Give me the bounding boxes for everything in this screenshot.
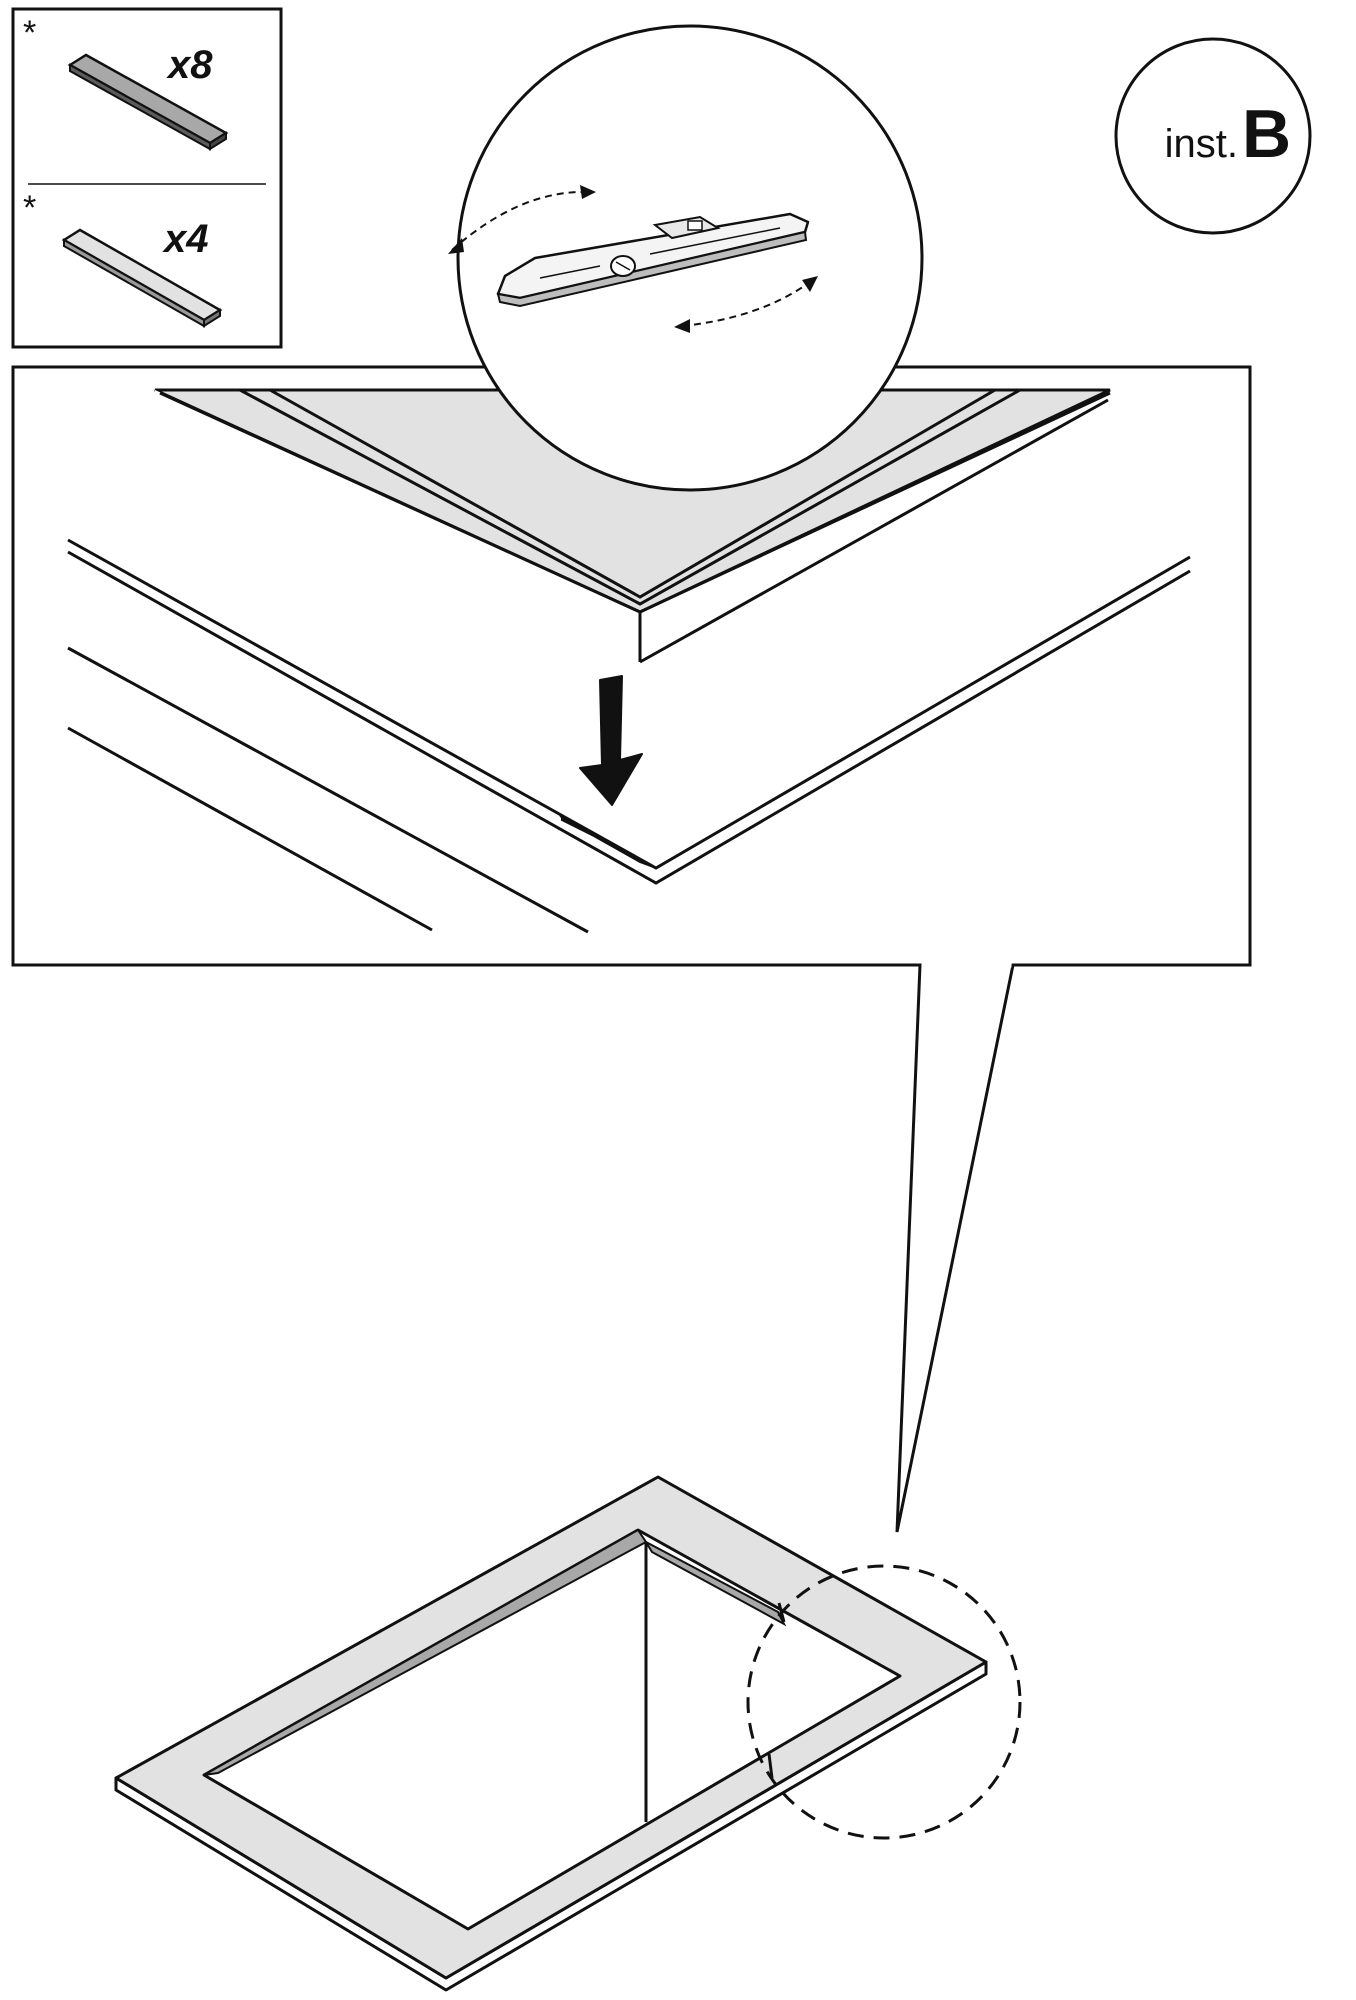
part-1-marker: *: [23, 14, 36, 52]
part-1-quantity: x8: [166, 43, 213, 87]
instruction-prefix-text: inst.: [1165, 122, 1238, 166]
instruction-letter: B: [1242, 96, 1291, 172]
instruction-prefix: inst.: [1165, 122, 1238, 166]
spirit-level-icon: [496, 212, 810, 308]
rotation-arrow-icon: [448, 185, 596, 254]
detail-marker-circle: [746, 1564, 1022, 1840]
parts-box: * x8 * x4: [11, 7, 283, 349]
part-2-marker: *: [23, 189, 36, 227]
spacer-light-strip-icon: [61, 228, 223, 328]
part-2-quantity: x4: [162, 217, 209, 261]
down-arrow-icon: [579, 675, 643, 806]
rotation-arrow-icon: [674, 276, 818, 333]
spacer-dark-strip-icon: [67, 53, 229, 151]
spirit-level-inset: [448, 24, 924, 492]
instruction-badge: inst. B: [1114, 37, 1312, 235]
frame-overview: [114, 1475, 1022, 1992]
detail-callout: [11, 365, 1252, 1533]
panel-corner-closeup: [67, 388, 1191, 934]
